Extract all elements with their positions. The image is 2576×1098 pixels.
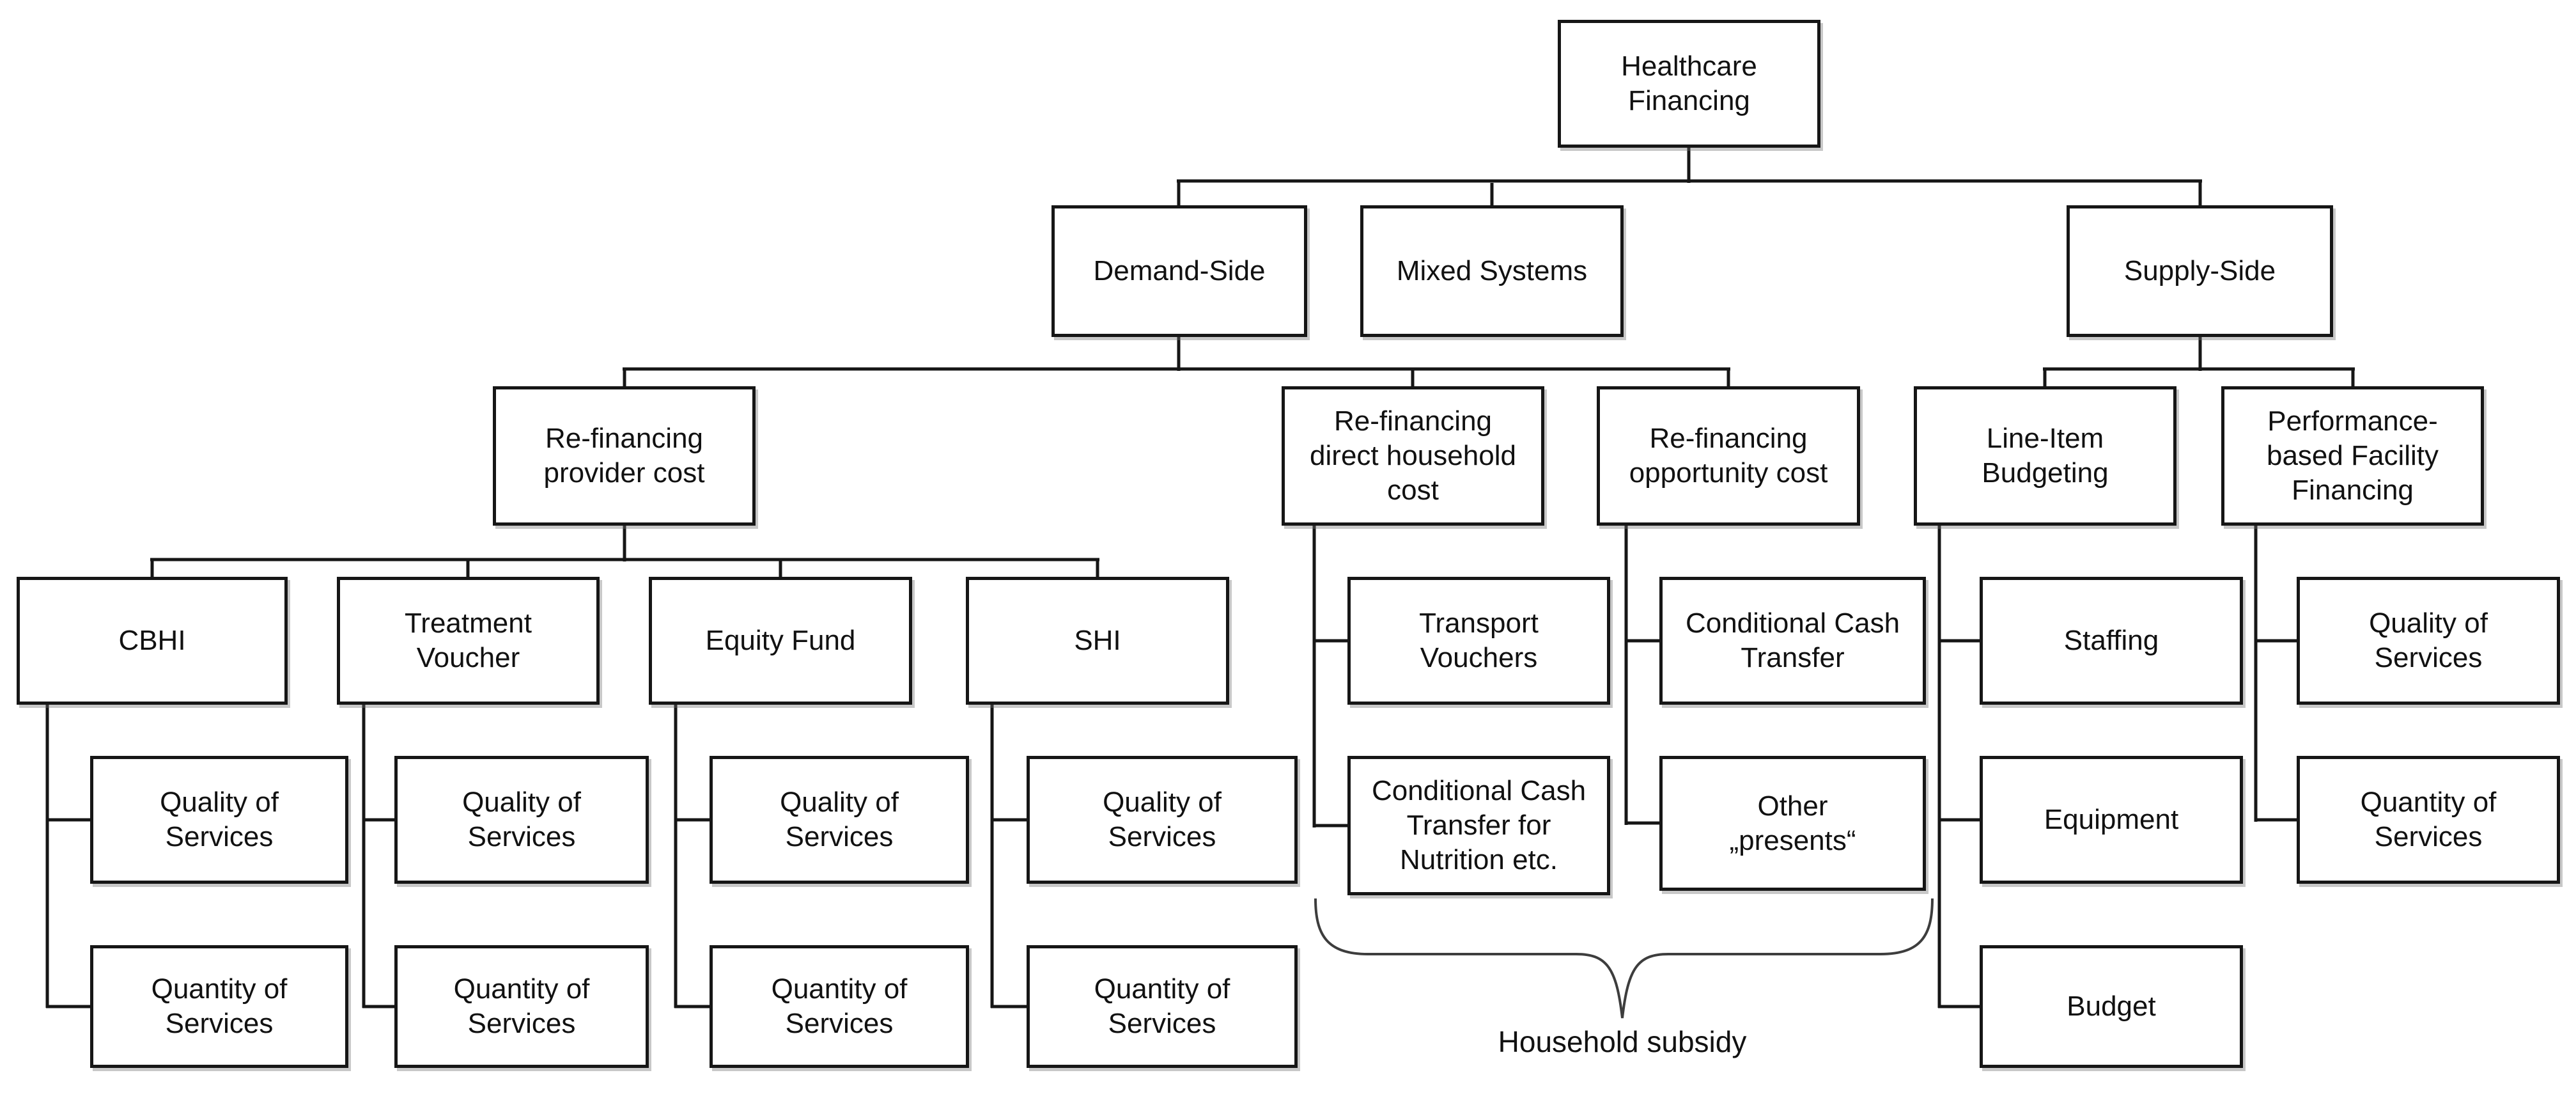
- node-healthcare-financing: Healthcare Financing: [1558, 20, 1820, 148]
- node-staffing: Staffing: [1980, 577, 2243, 705]
- node-quantity-of-services-cbhi-label: Quantity of Services: [151, 973, 288, 1039]
- node-refinancing-opportunity-cost: Re-financing opportunity cost: [1597, 386, 1860, 526]
- node-quality-of-services-shi-label: Quality of Services: [1103, 787, 1222, 852]
- node-transport-vouchers: Transport Vouchers: [1347, 577, 1610, 705]
- node-conditional-cash-transfer-label: Conditional Cash Transfer: [1685, 608, 1900, 673]
- node-quality-of-services-tv: Quality of Services: [394, 756, 649, 884]
- node-quality-of-services-tv-label: Quality of Services: [462, 787, 581, 852]
- node-quantity-of-services-pbf: Quantity of Services: [2297, 756, 2560, 884]
- node-conditional-cash-transfer: Conditional Cash Transfer: [1659, 577, 1926, 705]
- node-equity-fund: Equity Fund: [649, 577, 912, 705]
- node-supply-side-label: Supply-Side: [2123, 255, 2276, 287]
- node-refinancing-direct-household-cost: Re-financing direct household cost: [1282, 386, 1544, 526]
- household-subsidy-brace: [1314, 898, 1934, 1019]
- node-quantity-of-services-ef: Quantity of Services: [710, 945, 969, 1068]
- node-healthcare-financing-label: Healthcare Financing: [1621, 51, 1757, 116]
- node-quantity-of-services-tv-label: Quantity of Services: [453, 973, 590, 1039]
- node-refinancing-direct-household-cost-label: Re-financing direct household cost: [1310, 405, 1516, 506]
- node-other-presents: Other „presents“: [1659, 756, 1926, 891]
- node-treatment-voucher: Treatment Voucher: [337, 577, 600, 705]
- node-refinancing-opportunity-cost-label: Re-financing opportunity cost: [1629, 423, 1828, 489]
- node-budget-label: Budget: [2067, 991, 2156, 1023]
- node-transport-vouchers-label: Transport Vouchers: [1419, 608, 1539, 673]
- node-quality-of-services-cbhi-label: Quality of Services: [160, 787, 279, 852]
- node-quality-of-services-pbf: Quality of Services: [2297, 577, 2560, 705]
- household-subsidy-label: Household subsidy: [1498, 1025, 1747, 1058]
- node-quality-of-services-ef: Quality of Services: [710, 756, 969, 884]
- node-demand-side-label: Demand-Side: [1093, 255, 1266, 287]
- node-quantity-of-services-tv: Quantity of Services: [394, 945, 649, 1068]
- node-quantity-of-services-cbhi: Quantity of Services: [90, 945, 348, 1068]
- node-shi: SHI: [966, 577, 1229, 705]
- node-equipment-label: Equipment: [2044, 804, 2179, 836]
- node-quantity-of-services-shi-label: Quantity of Services: [1094, 973, 1230, 1039]
- node-quantity-of-services-shi: Quantity of Services: [1027, 945, 1298, 1068]
- node-quality-of-services-pbf-label: Quality of Services: [2369, 608, 2488, 673]
- node-cbhi-label: CBHI: [118, 625, 186, 657]
- node-line-item-budgeting: Line-Item Budgeting: [1914, 386, 2176, 526]
- node-equity-fund-label: Equity Fund: [705, 625, 856, 657]
- node-cct-for-nutrition-label: Conditional Cash Transfer for Nutrition …: [1371, 775, 1587, 875]
- node-mixed-systems-label: Mixed Systems: [1396, 255, 1588, 287]
- connectors: [45, 148, 2355, 1008]
- node-quality-of-services-cbhi: Quality of Services: [90, 756, 348, 884]
- node-refinancing-provider-cost-label: Re-financing provider cost: [543, 423, 705, 489]
- node-cct-for-nutrition: Conditional Cash Transfer for Nutrition …: [1347, 756, 1610, 895]
- node-shi-label: SHI: [1074, 625, 1121, 657]
- node-quantity-of-services-pbf-label: Quantity of Services: [2360, 787, 2497, 852]
- node-mixed-systems: Mixed Systems: [1360, 205, 1624, 337]
- node-performance-based-facility-financing-label: Performance-based Facility Financing: [2266, 405, 2439, 506]
- node-equipment: Equipment: [1980, 756, 2243, 884]
- node-budget: Budget: [1980, 945, 2243, 1068]
- node-performance-based-facility-financing: Performance-based Facility Financing: [2221, 386, 2484, 526]
- node-staffing-label: Staffing: [2063, 625, 2159, 657]
- node-refinancing-provider-cost: Re-financing provider cost: [493, 386, 756, 526]
- node-quantity-of-services-ef-label: Quantity of Services: [771, 973, 908, 1039]
- node-quality-of-services-ef-label: Quality of Services: [780, 787, 899, 852]
- node-cbhi: CBHI: [17, 577, 288, 705]
- node-other-presents-label: Other „presents“: [1729, 790, 1856, 856]
- node-supply-side: Supply-Side: [2067, 205, 2333, 337]
- node-line-item-budgeting-label: Line-Item Budgeting: [1982, 423, 2109, 489]
- node-quality-of-services-shi: Quality of Services: [1027, 756, 1298, 884]
- node-demand-side: Demand-Side: [1051, 205, 1307, 337]
- node-treatment-voucher-label: Treatment Voucher: [405, 608, 532, 673]
